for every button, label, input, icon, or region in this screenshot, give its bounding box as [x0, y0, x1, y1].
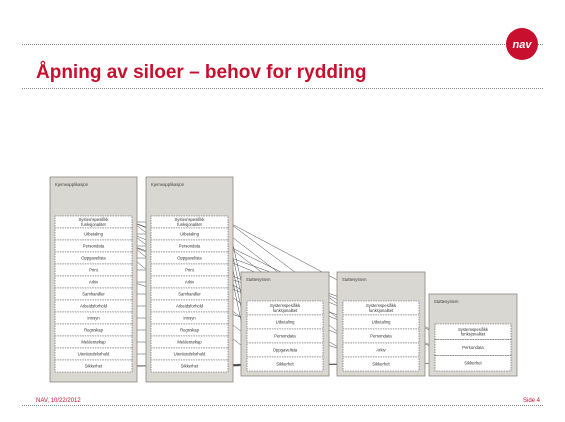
module-label: Regnskap — [84, 328, 104, 333]
module-label: Arbeidsforhold — [80, 304, 108, 309]
module-label: Utbetaling — [276, 320, 296, 325]
module-label: Sikkerhet — [85, 364, 103, 369]
module-label: Innsyn — [183, 316, 196, 321]
module-label: Arbeidsforhold — [176, 304, 204, 309]
core-app-2-title: Kjerneapplikasjon — [151, 182, 185, 187]
module-label: Arkiv — [376, 348, 386, 353]
module-label: Persondata — [179, 244, 201, 249]
module-label: Arkiv — [185, 280, 195, 285]
core-app-1-title: Kjerneapplikasjon — [55, 182, 89, 187]
footer-page-number: Side 4 — [523, 398, 541, 404]
module-label: Print — [185, 268, 194, 273]
module-label: Regnskap — [180, 328, 200, 333]
support-system-1-title: Støttesystem — [246, 277, 271, 282]
module-box — [434, 355, 512, 372]
module-label: Persondata — [370, 334, 392, 339]
module-label: Utbetaling — [372, 320, 392, 325]
module-label: Innsyn — [87, 316, 100, 321]
support-system-2-title: Støttesystem — [342, 277, 367, 282]
top-divider — [22, 44, 543, 45]
module-label: Sikkerhet — [372, 362, 390, 367]
title-divider — [22, 88, 543, 89]
nav-logo: nav — [506, 28, 538, 60]
module-box — [342, 356, 420, 372]
module-label: Persondata — [83, 244, 105, 249]
module-box — [150, 359, 229, 373]
module-box — [54, 359, 133, 373]
module-label: Utenlandsforhold — [174, 352, 206, 357]
footer-date: NAV, 10/22/2012 — [36, 398, 81, 404]
support-system-3-title: Støttesystem — [434, 299, 459, 304]
module-label: Persondata — [274, 334, 296, 339]
module-label: Persondata — [462, 345, 484, 350]
module-label: Oppgavelista — [273, 348, 298, 353]
module-label: Arkiv — [89, 280, 99, 285]
module-box — [434, 323, 512, 340]
slide-title: Åpning av siloer – behov for rydding — [36, 62, 367, 83]
module-label: Samhandler — [82, 292, 105, 297]
module-label: Print — [89, 268, 98, 273]
module-label: Oppgavelista — [81, 256, 106, 261]
module-label: Meldemøkap — [81, 340, 106, 345]
module-label: Utenlandsforhold — [78, 352, 110, 357]
module-label: Oppgavelista — [177, 256, 202, 261]
bottom-divider — [22, 405, 543, 406]
module-box — [434, 339, 512, 356]
module-label: Utbetaling — [180, 232, 200, 237]
module-label: Sikkerhet — [464, 361, 482, 366]
module-box — [246, 356, 324, 372]
module-label: Sikkerhet — [181, 364, 199, 369]
nav-logo-text: nav — [513, 39, 533, 51]
module-label: Sikkerhet — [276, 362, 294, 367]
module-label: Utbetaling — [84, 232, 104, 237]
module-label: Samhandler — [178, 292, 201, 297]
module-label: Meldemøkap — [177, 340, 202, 345]
